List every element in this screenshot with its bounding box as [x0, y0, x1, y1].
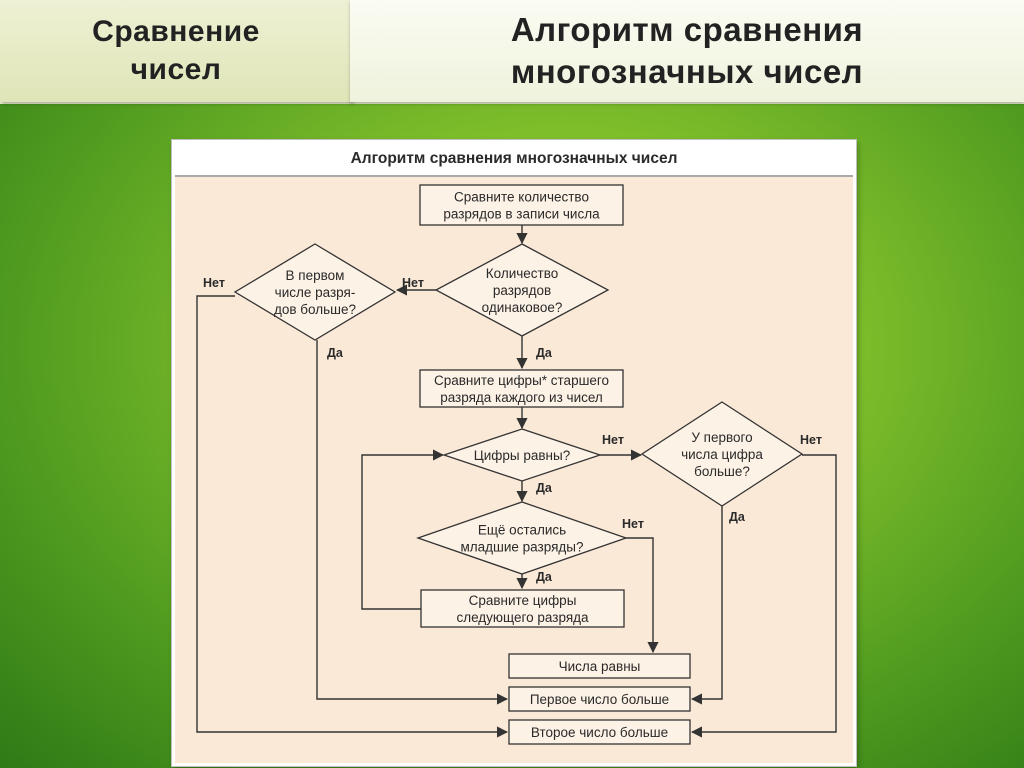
process-box [508, 686, 691, 712]
decision-first-digit-bigger: У первого числа цифра больше? [640, 401, 804, 507]
process-second-bigger: Второе число больше [508, 719, 691, 745]
node-text-line: У первого [691, 430, 752, 445]
decision-shape [434, 243, 610, 337]
process-compare-high: Сравните цифры* старшего разряда каждого … [419, 369, 624, 408]
flowchart-nodes: Сравните количество разрядов в записи чис… [233, 184, 804, 745]
decision-shape [640, 401, 804, 507]
node-text-line: младшие разряды? [461, 540, 584, 555]
edge-label-no: Нет [402, 276, 424, 290]
process-numbers-equal: Числа равны [508, 653, 691, 679]
section-title: Сравнение чисел [0, 0, 352, 102]
flow-arrow [626, 537, 659, 654]
node-text-line: дов больше? [274, 302, 356, 317]
edge-label-no: Нет [800, 433, 822, 447]
node-text-line: разряда каждого из чисел [440, 390, 603, 405]
edge-label-yes: Да [729, 510, 746, 524]
node-text-line: Сравните цифры* старшего [434, 373, 609, 388]
process-compare-count: Сравните количество разрядов в записи чис… [419, 184, 624, 226]
flowchart-title: Алгоритм сравнения многозначных чисел [175, 143, 853, 177]
node-text-line: следующего разряда [456, 610, 589, 625]
node-text-line: разрядов в записи числа [443, 207, 600, 222]
node-text-line: Числа равны [559, 659, 641, 674]
edge-label-yes: Да [536, 570, 553, 584]
decision-lower-left: Ещё остались младшие разряды? [416, 501, 628, 575]
decision-shape [441, 428, 603, 482]
slide-title: Алгоритм сравнения многозначных чисел [350, 0, 1024, 102]
decision-shape [416, 501, 628, 575]
flow-arrow [690, 454, 837, 738]
edge-label-yes: Да [536, 346, 553, 360]
flow-arrow [690, 506, 723, 705]
slide-title-text: Алгоритм сравнения многозначных чисел [510, 11, 864, 90]
process-compare-next: Сравните цифры следующего разряда [420, 589, 625, 628]
flowchart-edges [196, 225, 837, 738]
edge-label-no: Нет [203, 276, 225, 290]
node-text-line: Первое число больше [530, 692, 669, 707]
node-text-line: разрядов [493, 283, 551, 298]
node-text-line: числе разря- [275, 285, 356, 300]
decision-shape [233, 243, 397, 341]
flow-arrow [196, 295, 509, 738]
node-text-line: В первом [286, 268, 345, 283]
process-first-bigger: Первое число больше [508, 686, 691, 712]
node-text-line: Второе число больше [531, 725, 668, 740]
decision-digits-equal: Цифры равны? [441, 428, 603, 482]
process-box [508, 719, 691, 745]
node-text-line: Цифры равны? [474, 448, 570, 463]
node-text-line: Количество [486, 266, 559, 281]
process-box [419, 369, 624, 408]
node-text-line: больше? [694, 464, 750, 479]
flow-arrow [316, 340, 509, 705]
process-box [419, 184, 624, 226]
edge-label-yes: Да [327, 346, 344, 360]
node-text-line: Ещё остались [478, 523, 566, 538]
process-box [420, 589, 625, 628]
decision-first-more-digits: В первом числе разря-дов больше? [233, 243, 397, 341]
node-text-line: одинаковое? [482, 300, 563, 315]
node-text-line: числа цифра [681, 447, 763, 462]
decision-same-count: Количество разрядов одинаковое? [434, 243, 610, 337]
section-title-text: Сравнение чисел [92, 15, 260, 86]
edge-label-no: Нет [602, 433, 624, 447]
edge-label-no: Нет [622, 517, 644, 531]
flow-arrow [361, 449, 445, 610]
node-text-line: Сравните цифры [469, 593, 577, 608]
node-text-line: Сравните количество [454, 190, 589, 205]
process-box [508, 653, 691, 679]
edge-label-yes: Да [536, 481, 553, 495]
